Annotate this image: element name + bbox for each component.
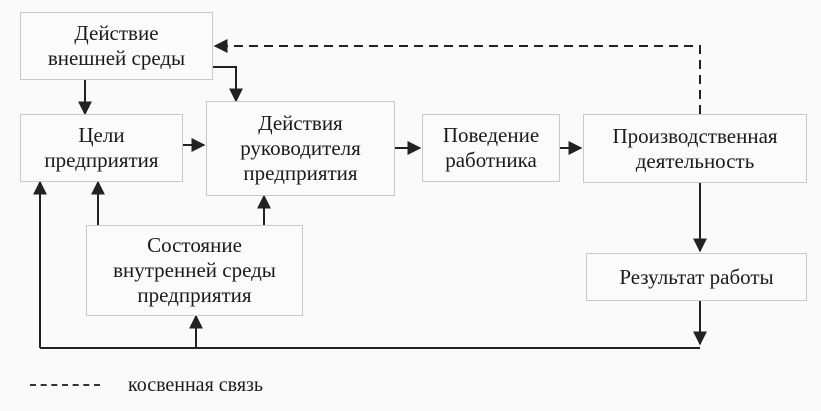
goals-line-1: Цели <box>78 123 125 147</box>
node-production-activity: Производственная деятельность <box>583 114 807 183</box>
production-line-1: Производственная <box>612 123 778 148</box>
production-line-2: деятельность <box>635 148 755 173</box>
legend-dashed-line <box>30 384 100 386</box>
node-internal-environment: Состояние внутренней среды предприятия <box>86 225 303 316</box>
result-line-1: Результат работы <box>619 264 774 289</box>
internal-line-2: внутренней среды <box>113 258 276 282</box>
manager-line-3: предприятия <box>243 161 358 185</box>
edge-external-to-manager <box>213 66 243 103</box>
node-external-environment: Действие внешней среды <box>20 12 213 80</box>
manager-line-1: Действия <box>258 111 343 135</box>
external-line-1: Действие <box>74 21 159 45</box>
manager-line-2: руководителя <box>240 136 361 160</box>
behavior-line-2: работника <box>445 148 537 172</box>
edge-indirect-production-to-external <box>213 39 701 114</box>
behavior-line-1: Поведение <box>442 123 540 147</box>
legend: косвенная связь <box>30 372 263 398</box>
internal-line-1: Состояние <box>147 233 242 257</box>
node-enterprise-goals: Цели предприятия <box>20 114 183 182</box>
legend-indirect-label: косвенная связь <box>128 373 264 396</box>
node-manager-actions: Действия руководителя предприятия <box>206 101 395 196</box>
goals-line-2: предприятия <box>44 148 159 172</box>
external-line-2: внешней среды <box>47 46 186 70</box>
node-worker-behavior: Поведение работника <box>422 114 560 182</box>
internal-line-3: предприятия <box>137 283 252 307</box>
node-work-result: Результат работы <box>586 253 807 301</box>
